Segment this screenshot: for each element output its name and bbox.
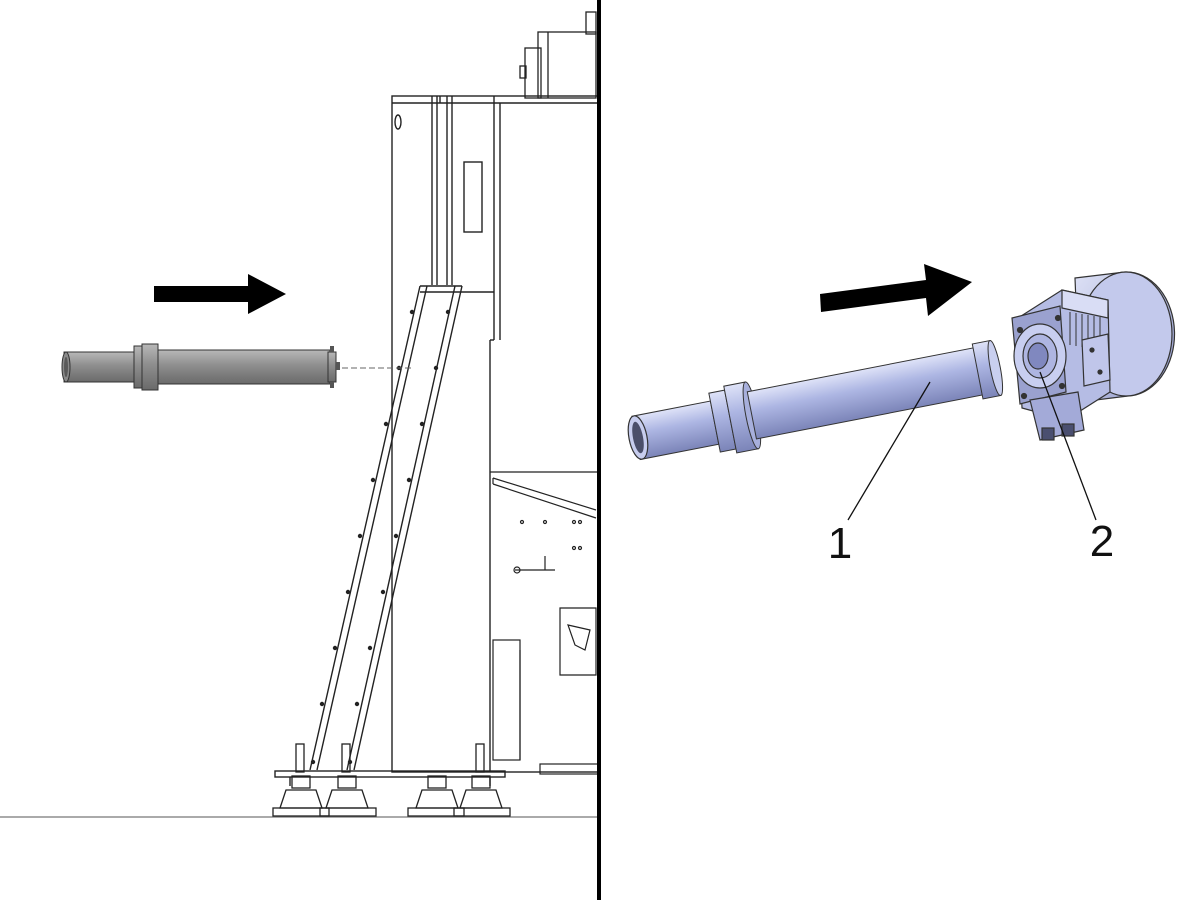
tube-iso-view xyxy=(627,339,1004,461)
leader-line-2 xyxy=(1039,371,1097,521)
ladder-guard xyxy=(309,285,494,771)
cabinet-lower-details xyxy=(490,471,599,775)
leader-line-1 xyxy=(847,381,931,521)
top-bracket xyxy=(519,11,597,99)
leveling-foot xyxy=(407,775,465,817)
right-panel: 1 2 xyxy=(627,264,1176,568)
leveling-foot xyxy=(319,743,377,817)
ladder-bolts xyxy=(310,309,451,765)
left-panel xyxy=(0,11,599,818)
insertion-arrow-right xyxy=(820,264,972,316)
insertion-arrow-left xyxy=(154,274,286,314)
drive-unit xyxy=(1011,271,1176,441)
machine-cabinet xyxy=(391,95,599,773)
leveling-foot xyxy=(453,743,511,817)
callout-2: 2 xyxy=(1090,517,1114,566)
tube-side-view xyxy=(61,343,340,391)
callout-1: 1 xyxy=(828,519,852,568)
leveling-foot xyxy=(272,743,330,817)
